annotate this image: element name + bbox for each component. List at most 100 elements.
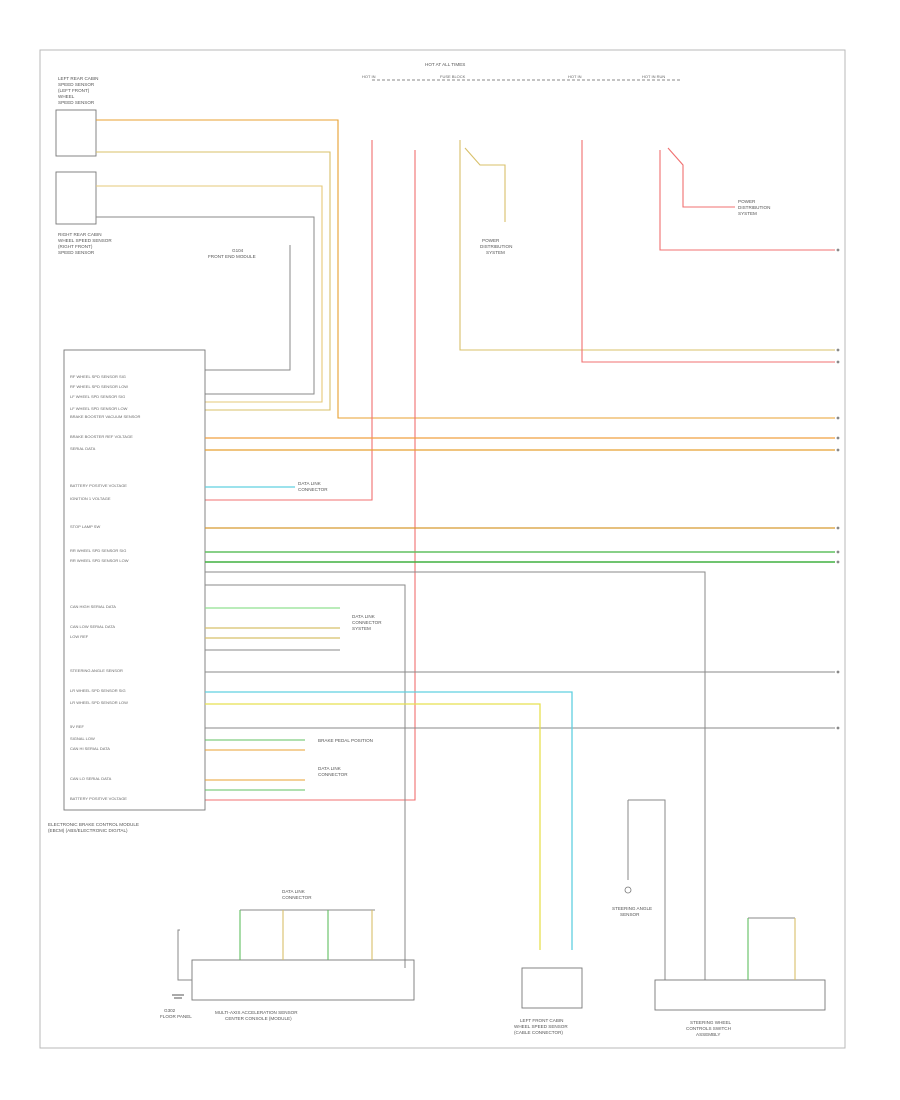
data-link-2-label-3: SYSTEM: [352, 626, 371, 631]
fuse-3: HOT IN: [568, 74, 582, 79]
wire-yellow-1: [205, 703, 541, 950]
connector-icon: [836, 560, 840, 564]
ebcm-pin-label: CAN HIGH SERIAL DATA: [70, 604, 116, 609]
lf-rear-harness-label: LEFT FRONT CABIN: [520, 1018, 563, 1023]
ground-g3-label-2: FLOOR PANEL: [160, 1014, 192, 1019]
ebcm-pin-label: RR WHEEL SPD SENSOR LOW: [70, 558, 129, 563]
ebcm-pin-label: BATTERY POSITIVE VOLTAGE: [70, 796, 127, 801]
wire-pink-2: [205, 150, 416, 801]
wire-tan-3: [459, 140, 835, 351]
wire-gray-1: [96, 216, 315, 395]
power-dist-label-3: SYSTEM: [486, 250, 505, 255]
power-dist2-label-2: DISTRIBUTION: [738, 205, 770, 210]
rf-sensor-label-3: (RIGHT FRONT): [58, 244, 93, 249]
power-dist-label: POWER: [482, 238, 500, 243]
wire-gray-9: [628, 799, 666, 980]
data-link-3-label: DATA LINK: [318, 766, 342, 771]
ebcm-pin-label: IGNITION 1 VOLTAGE: [70, 496, 111, 501]
data-link-4-label: DATA LINK: [282, 889, 306, 894]
wire-gray-6: [205, 584, 406, 968]
wire-gray-8: [177, 929, 192, 981]
data-link-3-label-2: CONNECTOR: [318, 772, 348, 777]
connector-icon: [836, 360, 840, 364]
ebcm-pin-label: LF WHEEL SPD SENSOR LOW: [70, 406, 128, 411]
lf-sensor: LEFT REAR CABIN SPEED SENSOR (LEFT FRONT…: [55, 76, 99, 157]
ebcm-pin-label: RF WHEEL SPD SENSOR LOW: [70, 384, 128, 389]
ebcm-pin-label: LR WHEEL SPD SENSOR LOW: [70, 700, 128, 705]
ebcm-pin-label: BRAKE BOOSTER VACUUM SENSOR: [70, 414, 140, 419]
ground-g1-label: G104: [232, 248, 244, 253]
wire-pink-3: [581, 140, 835, 363]
connector-icon: [836, 526, 840, 530]
ebcm-pin-label: 5V REF: [70, 724, 85, 729]
data-link-1-label: DATA LINK: [298, 481, 322, 486]
lf-sensor-label-3: (LEFT FRONT): [58, 88, 90, 93]
steering-module-label: STEERING WHEEL: [690, 1020, 732, 1025]
ebcm-pin-label: CAN HI SERIAL DATA: [70, 746, 110, 751]
ebcm-pin-label: LR WHEEL SPD SENSOR SIG: [70, 688, 126, 693]
ground-g3-label: G302: [164, 1008, 176, 1013]
wire-tan-4: [464, 147, 506, 222]
data-link-4-label-2: CONNECTOR: [282, 895, 312, 900]
lf-sensor-box: [55, 109, 97, 157]
data-link-1-label-2: CONNECTOR: [298, 487, 328, 492]
lf-rear-harness-label-3: (CABLE CONNECTOR): [514, 1030, 563, 1035]
ground-g1-label-2: FRONT END MODULE: [208, 254, 256, 259]
steering-module-label-3: ASSEMBLY: [696, 1032, 720, 1037]
ebcm-label-2: (EBCM) (ABS/ELECTRONIC DIGITAL): [48, 828, 128, 833]
connector-icon: [836, 436, 840, 440]
power-dist-label-2: DISTRIBUTION: [480, 244, 512, 249]
lf-rear-harness-label-2: WHEEL SPEED SENSOR: [514, 1024, 568, 1029]
yaw-sensor-label: MULTI-AXIS ACCELERATION SENSOR: [215, 1010, 298, 1015]
wire-gray-2: [205, 245, 291, 371]
wire-pink-5: [667, 147, 735, 208]
ebcm-pin-label: SIGNAL LOW: [70, 736, 95, 741]
steering-module-label-2: CONTROLS SWITCH: [686, 1026, 731, 1031]
lf-sensor-label-4: WHEEL: [58, 94, 75, 99]
lf-sensor-label-5: SPEED SENSOR: [58, 100, 95, 105]
ebcm-label: ELECTRONIC BRAKE CONTROL MODULE: [48, 822, 139, 827]
ebcm-pin-label: LF WHEEL SPD SENSOR SIG: [70, 394, 125, 399]
rf-sensor-label-4: SPEED SENSOR: [58, 250, 95, 255]
fuse-block: HOT AT ALL TIMES HOT IN FUSE BLOCK HOT I…: [362, 62, 680, 81]
ebcm-pin-label: CAN LOW SERIAL DATA: [70, 624, 115, 629]
rf-sensor-box: [55, 171, 97, 225]
ground-icon: [172, 994, 184, 999]
ebcm-pin-label: BRAKE BOOSTER REF VOLTAGE: [70, 434, 133, 439]
fuse-2: FUSE BLOCK: [440, 74, 466, 79]
wire-tan-1: [96, 151, 331, 411]
ebcm-pin-label: STOP LAMP SW: [70, 524, 100, 529]
wire-pink-1: [205, 140, 373, 501]
wire-tan-2: [96, 185, 323, 403]
fuse-1: HOT IN: [362, 74, 376, 79]
data-link-2-label-2: CONNECTOR: [352, 620, 382, 625]
diagram-frame: [39, 49, 846, 1049]
connector-icon: [836, 550, 840, 554]
connector-icon: [624, 886, 632, 894]
lf-sensor-label-2: SPEED SENSOR: [58, 82, 95, 87]
rf-sensor: RIGHT REAR CABIN WHEEL SPEED SENSOR (RIG…: [55, 171, 112, 255]
power-dist2-label: POWER: [738, 199, 756, 204]
wire-cyan-2: [205, 691, 573, 950]
brake-switch-label: BRAKE PEDAL POSITION: [318, 738, 373, 743]
ebcm-pin-label: RF WHEEL SPD SENSOR SIG: [70, 374, 126, 379]
ebcm-pin-label: STEERING ANGLE SENSOR: [70, 668, 123, 673]
fuse-4: HOT IN RUN: [642, 74, 665, 79]
data-link-2-label: DATA LINK: [352, 614, 376, 619]
ebcm-pins: RF WHEEL SPD SENSOR SIG RF WHEEL SPD SENS…: [70, 374, 140, 801]
rf-sensor-label-2: WHEEL SPEED SENSOR: [58, 238, 112, 243]
power-dist2-label-3: SYSTEM: [738, 211, 757, 216]
lf-sensor-label: LEFT REAR CABIN: [58, 76, 99, 81]
wire-gray-3: [205, 571, 706, 980]
steering-module-box: [654, 979, 826, 1011]
right-edge-markers: [836, 248, 840, 730]
ebcm-pin-label: RR WHEEL SPD SENSOR SIG: [70, 548, 126, 553]
ebcm-pin-label: BATTERY POSITIVE VOLTAGE: [70, 483, 127, 488]
hot-at-all-times: HOT AT ALL TIMES: [425, 62, 465, 67]
yaw-sensor-label-2: CENTER CONSOLE (MODULE): [225, 1016, 292, 1021]
ebcm-pin-label: CAN LO SERIAL DATA: [70, 776, 112, 781]
lf-rear-sensor-box: [521, 967, 583, 1009]
steering-angle-label: STEERING ANGLE: [612, 906, 652, 911]
connector-icon: [836, 448, 840, 452]
